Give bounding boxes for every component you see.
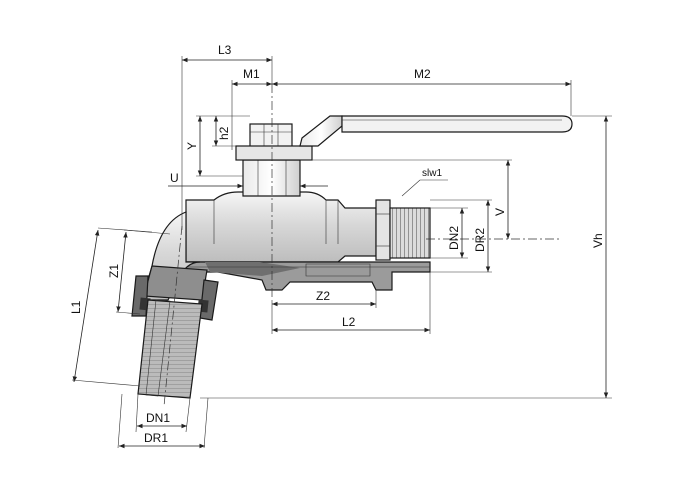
label-h2: h2 — [217, 126, 231, 140]
label-dn1: DN1 — [146, 411, 170, 425]
label-dr2: DR2 — [473, 228, 487, 252]
label-dn2: DN2 — [447, 226, 461, 250]
label-v: V — [493, 208, 507, 216]
lever-handle — [299, 115, 573, 147]
label-m2: M2 — [414, 67, 431, 81]
stem-nut — [235, 123, 313, 161]
label-vh: Vh — [591, 233, 605, 248]
dimension-lines — [71, 56, 612, 449]
label-l1: L1 — [69, 300, 83, 314]
section-view — [185, 261, 431, 291]
label-l3: L3 — [218, 43, 232, 57]
label-dr1: DR1 — [144, 431, 168, 445]
label-slw1: slw1 — [422, 168, 442, 179]
label-m1: M1 — [243, 67, 260, 81]
valve-body — [185, 159, 377, 263]
label-z1: Z1 — [107, 264, 121, 278]
label-y: Y — [185, 142, 199, 150]
right-union — [375, 199, 431, 261]
label-l2: L2 — [342, 315, 356, 329]
drop-axis — [163, 225, 183, 407]
label-u: U — [170, 171, 179, 185]
label-z2: Z2 — [316, 289, 330, 303]
